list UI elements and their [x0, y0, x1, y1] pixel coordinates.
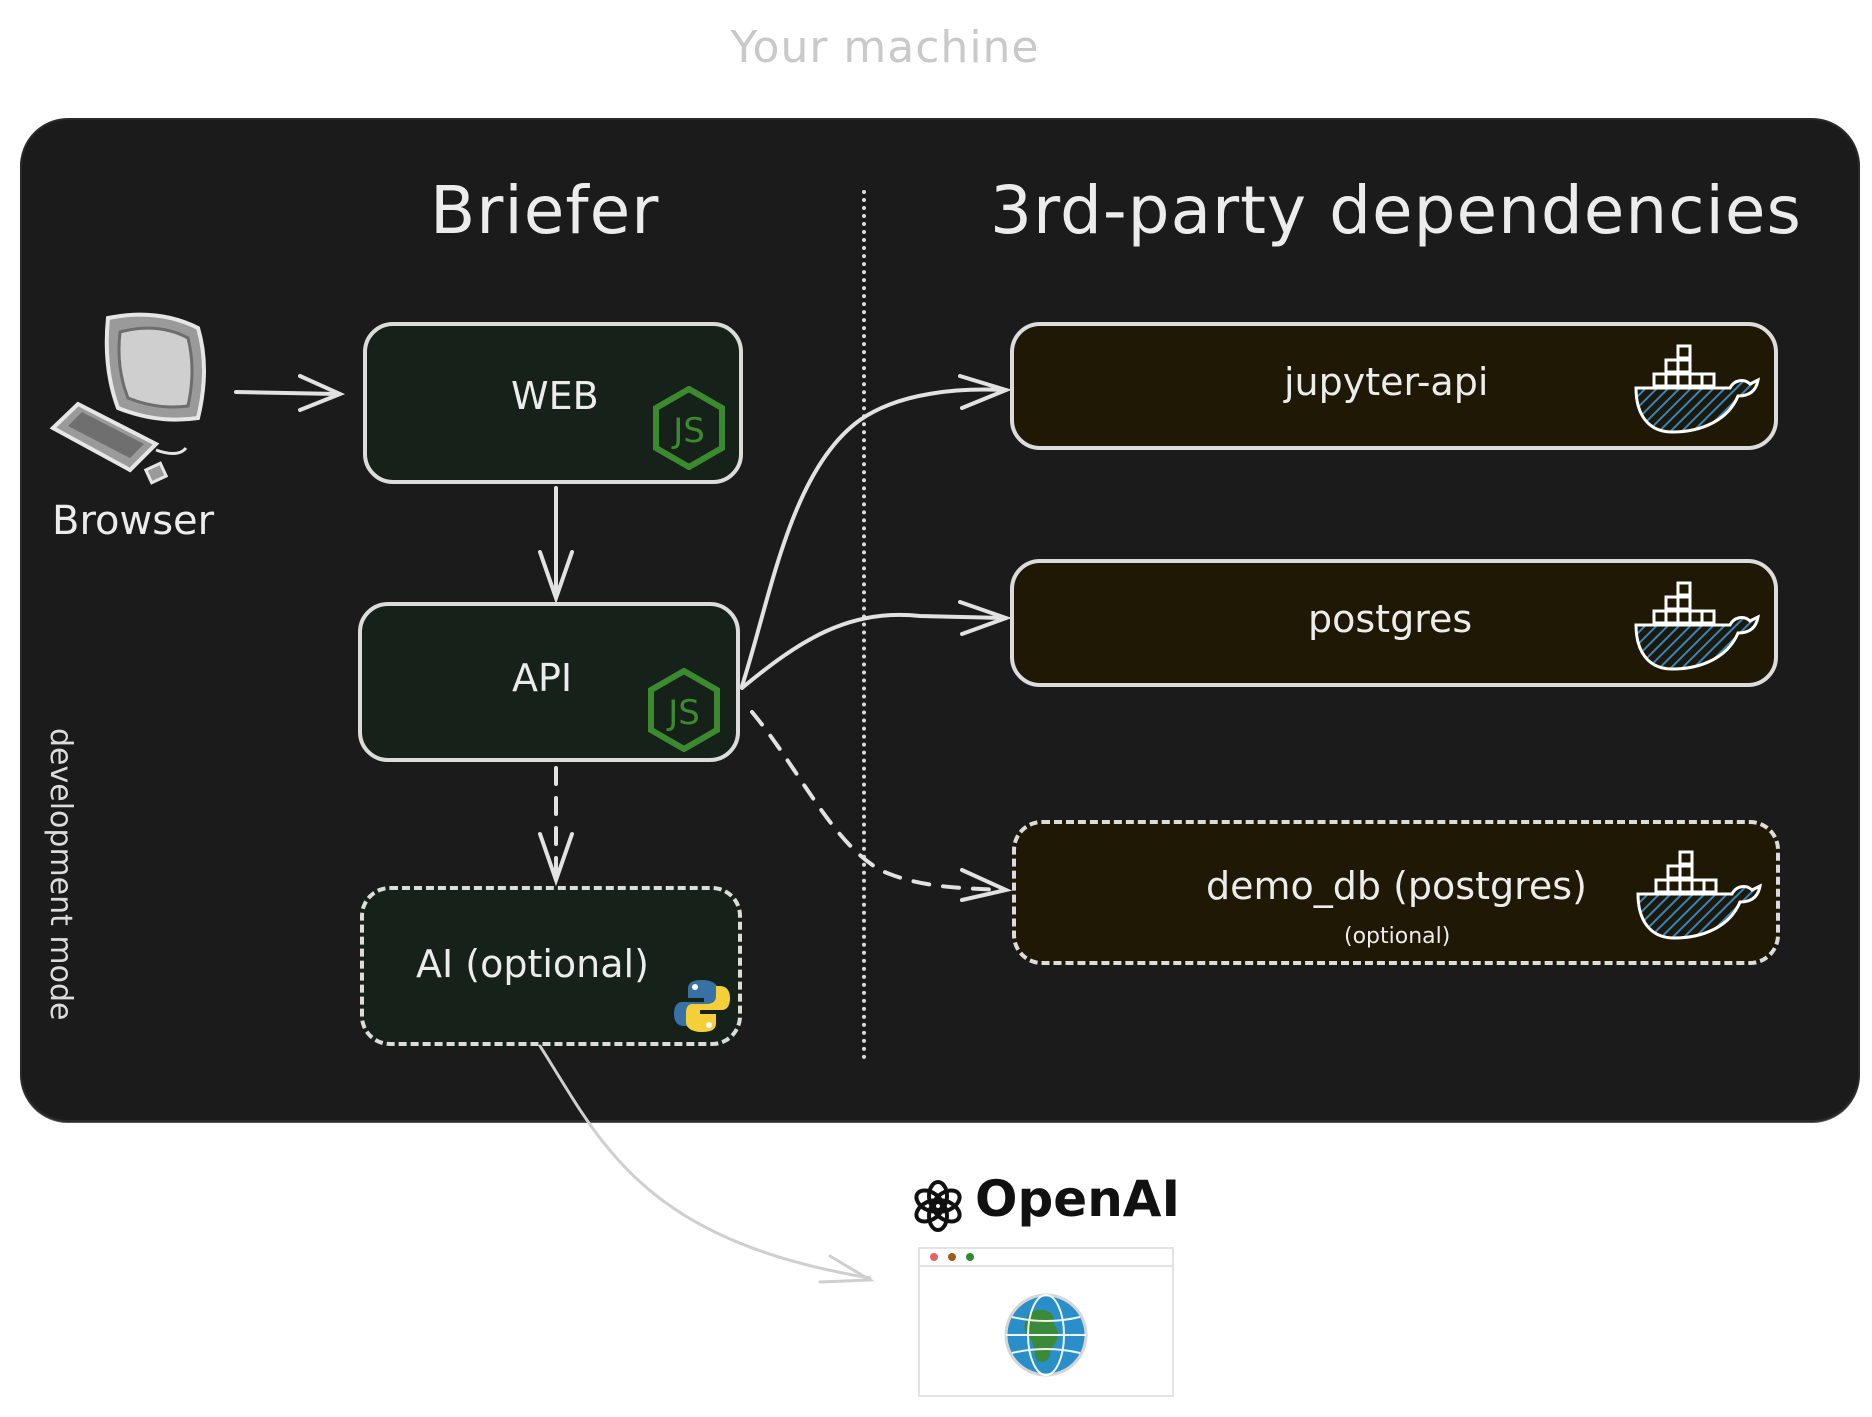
- section-divider: [862, 190, 866, 1060]
- web-node: WEB JS: [363, 322, 743, 484]
- svg-text:JS: JS: [666, 693, 700, 733]
- dependencies-heading: 3rd-party dependencies: [990, 172, 1802, 249]
- globe-icon: [1002, 1291, 1090, 1379]
- jupyter-api-node: jupyter-api: [1010, 322, 1778, 450]
- window-minimize-dot: [948, 1253, 956, 1261]
- nodejs-icon: JS: [652, 386, 726, 470]
- openai-browser-window: [918, 1247, 1174, 1397]
- jupyter-api-label: jupyter-api: [1284, 360, 1489, 404]
- development-mode-label: development mode: [43, 728, 78, 1021]
- postgres-node: postgres: [1010, 559, 1778, 687]
- nodejs-icon: JS: [647, 668, 721, 752]
- window-titlebar: [920, 1249, 1172, 1267]
- docker-icon: [1632, 581, 1762, 673]
- openai-label: OpenAI: [975, 1170, 1181, 1228]
- ai-node-label: AI (optional): [416, 942, 649, 986]
- api-node-label: API: [512, 656, 573, 700]
- window-maximize-dot: [966, 1253, 974, 1261]
- arrow-ai-openai-head: [818, 1254, 876, 1284]
- demo-db-optional-note: (optional): [1344, 924, 1451, 949]
- web-node-label: WEB: [511, 374, 599, 418]
- demo-db-node: demo_db (postgres) (optional): [1012, 820, 1780, 965]
- computer-icon: [48, 308, 218, 488]
- svg-text:JS: JS: [671, 411, 705, 451]
- openai-icon: [912, 1180, 964, 1232]
- browser-label: Browser: [52, 498, 215, 544]
- demo-db-label: demo_db (postgres): [1206, 864, 1587, 908]
- docker-icon: [1634, 850, 1764, 942]
- postgres-label: postgres: [1308, 597, 1473, 641]
- briefer-heading: Briefer: [430, 172, 660, 249]
- python-icon: [674, 978, 730, 1034]
- machine-title: Your machine: [730, 22, 1040, 73]
- window-close-dot: [930, 1253, 938, 1261]
- api-node: API JS: [358, 602, 740, 762]
- ai-node: AI (optional): [360, 886, 742, 1046]
- docker-icon: [1632, 344, 1762, 436]
